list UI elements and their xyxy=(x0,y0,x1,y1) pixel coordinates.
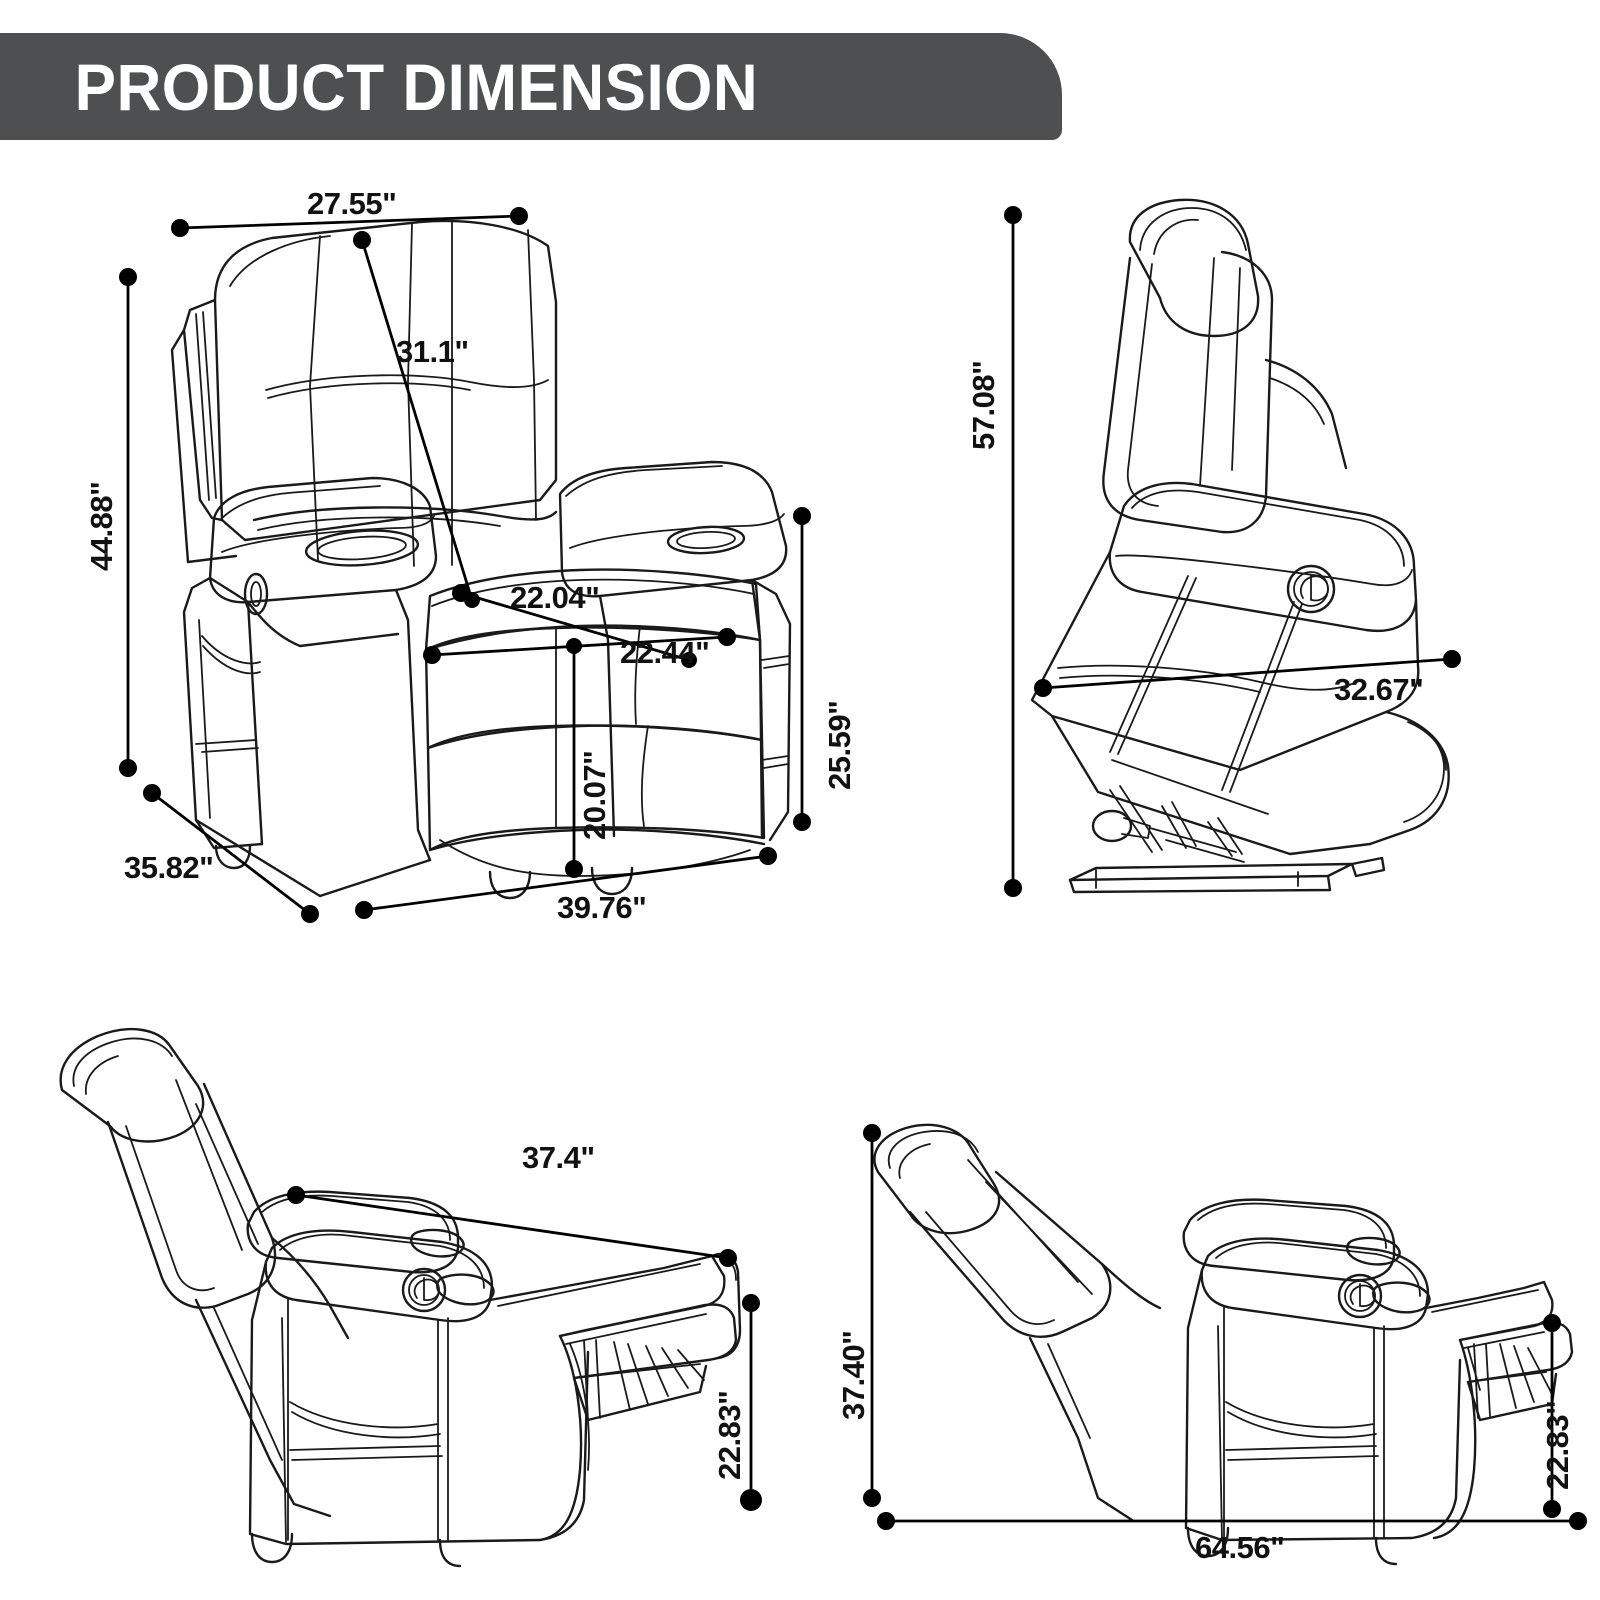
dim-label-partial-recline-height: 22.83" xyxy=(712,1390,747,1480)
page-title: PRODUCT DIMENSION xyxy=(74,49,759,124)
dim-label-front-seat-height: 20.07" xyxy=(577,750,612,840)
dim-label-lift-overall-height: 57.08" xyxy=(966,360,1001,450)
view-front-three-quarter xyxy=(170,219,792,900)
view-full-recline-side xyxy=(873,1123,1574,1566)
view-lift-assist-side xyxy=(1030,198,1450,894)
dimension-lines-lift-view xyxy=(1004,206,1461,897)
dimension-lines-full-recline xyxy=(863,1124,1587,1530)
dim-label-full-recline-length: 64.56" xyxy=(1195,1530,1285,1565)
dim-label-front-depth: 35.82" xyxy=(124,850,214,885)
dim-label-lift-diagonal: 32.67" xyxy=(1334,672,1424,707)
dim-label-full-recline-footrest-height: 22.83" xyxy=(1540,1400,1575,1490)
dim-label-front-seat-width: 22.44" xyxy=(620,635,710,670)
header-banner: PRODUCT DIMENSION xyxy=(0,33,1062,140)
dim-label-front-back-height: 31.1" xyxy=(396,334,469,369)
dimension-lines-partial-recline xyxy=(287,1186,762,1511)
dim-label-front-arm-height: 25.59" xyxy=(822,700,857,790)
dim-label-front-top-width: 27.55" xyxy=(307,186,397,221)
dim-label-front-overall-height: 44.88" xyxy=(84,481,119,571)
dim-label-partial-recline-depth: 37.4" xyxy=(522,1140,595,1175)
dim-label-front-overall-width: 39.76" xyxy=(557,890,647,925)
dimension-lines-front-view xyxy=(119,207,811,923)
view-partial-recline-side xyxy=(59,1027,742,1568)
dim-label-front-seat-depth: 22.04" xyxy=(510,580,600,615)
dim-label-full-recline-height: 37.40" xyxy=(836,1330,871,1420)
